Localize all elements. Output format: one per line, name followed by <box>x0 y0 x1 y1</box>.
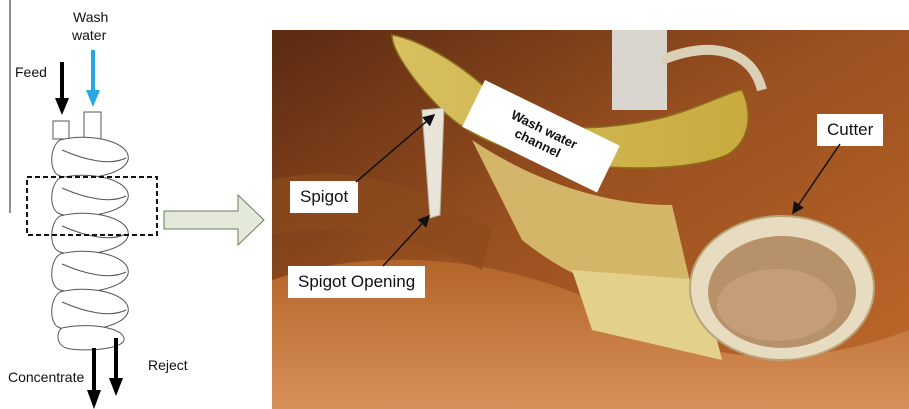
spigot-photo <box>272 30 909 409</box>
spiral-schematic: Wash water Feed Concentrate Reject <box>0 0 270 409</box>
concentrate-arrow <box>87 348 101 409</box>
reject-label: Reject <box>148 357 188 373</box>
concentrate-label: Concentrate <box>8 369 84 385</box>
wash-water-arrow <box>86 50 100 107</box>
zoom-arrow <box>164 195 264 245</box>
feed-box <box>53 121 69 139</box>
spigot-label: Spigot <box>290 181 358 213</box>
spiral-turns <box>52 137 129 350</box>
wash-water-label-line2: water <box>71 27 107 43</box>
spigot-opening-label: Spigot Opening <box>288 266 425 298</box>
photo-illustration <box>272 30 909 409</box>
cutter-label: Cutter <box>817 114 883 146</box>
feed-label: Feed <box>15 64 47 80</box>
wash-water-label-line1: Wash <box>73 9 108 25</box>
feed-arrow <box>55 62 69 115</box>
